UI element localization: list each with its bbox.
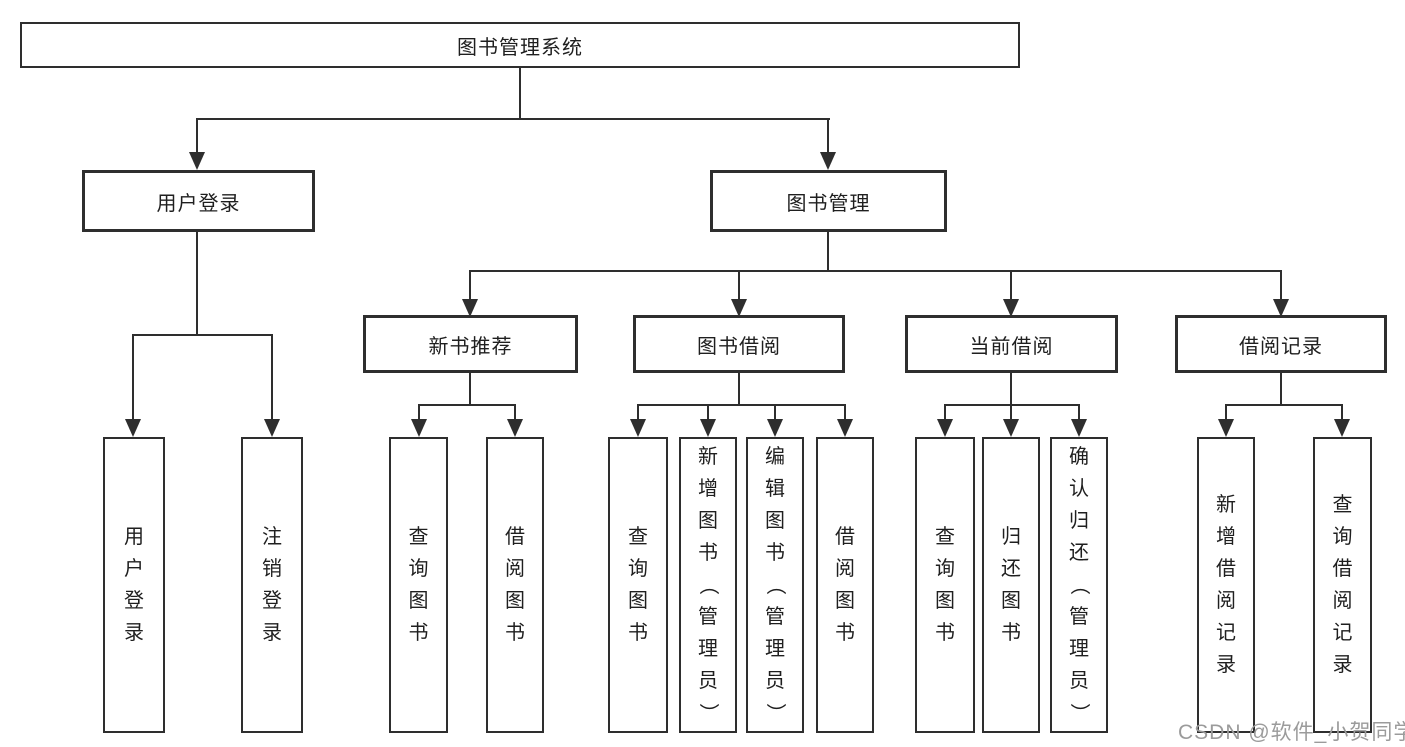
- connector-user-subtree-drop: [196, 232, 198, 335]
- arrow-down-icon: [189, 152, 205, 170]
- arrow-down-icon: [264, 419, 280, 437]
- node-book-mgmt: 图书管理: [710, 170, 947, 232]
- node-new-book-rec: 新书推荐: [363, 315, 578, 373]
- connector-leaf-drop: [418, 404, 420, 420]
- arrow-down-icon: [411, 419, 427, 437]
- connector-level1-hline: [196, 118, 830, 120]
- connector-borrow-subtree-drop: [738, 373, 740, 405]
- arrow-down-icon: [125, 419, 141, 437]
- connector-borrow-hline: [637, 404, 846, 406]
- connector-user-subtree-hline: [132, 334, 273, 336]
- watermark: CSDN @软件_小贺同学: [1178, 721, 1405, 744]
- leaf-confirm-return-admin: 确认归还（管理员）: [1050, 437, 1108, 733]
- connector-records-hline: [1225, 404, 1343, 406]
- arrow-down-icon: [700, 419, 716, 437]
- arrow-down-icon: [1218, 419, 1234, 437]
- arrow-down-icon: [767, 419, 783, 437]
- node-user-login-label: 用户登录: [156, 192, 241, 215]
- connector-newbook-hline: [418, 404, 516, 406]
- connector-newbook-subtree-drop: [469, 373, 471, 405]
- connector-leaf-drop: [1010, 404, 1012, 420]
- leaf-borrow-books-rec: 借阅图书: [486, 437, 544, 733]
- connector-mgmt-subtree-drop: [827, 232, 829, 271]
- node-current-borrow-label: 当前借阅: [969, 335, 1054, 358]
- leaf-query-books-rec: 查询图书: [389, 437, 448, 733]
- arrow-down-icon: [837, 419, 853, 437]
- arrow-down-icon: [1334, 419, 1350, 437]
- connector-leaf-drop: [271, 334, 273, 419]
- arrow-down-icon: [1003, 419, 1019, 437]
- connector-current-hline: [944, 404, 1080, 406]
- arrow-down-icon: [937, 419, 953, 437]
- connector-leaf-drop: [514, 404, 516, 420]
- connector-leaf-drop: [132, 334, 134, 419]
- connector-current-subtree-drop: [1010, 373, 1012, 405]
- node-book-mgmt-label: 图书管理: [786, 192, 871, 215]
- leaf-return-book: 归还图书: [982, 437, 1040, 733]
- leaf-query-borrow-record: 查询借阅记录: [1313, 437, 1372, 733]
- connector-leaf-drop: [1341, 404, 1343, 420]
- leaf-query-books-borrow: 查询图书: [608, 437, 668, 733]
- arrow-down-icon: [820, 152, 836, 170]
- connector-leaf-drop: [707, 404, 709, 420]
- node-book-borrow-label: 图书借阅: [697, 335, 781, 358]
- connector-leaf-drop: [637, 404, 639, 420]
- node-root-label: 图书管理系统: [457, 36, 583, 59]
- connector-leaf-drop: [844, 404, 846, 420]
- connector-records-subtree-drop: [1280, 373, 1282, 405]
- connector-leaf-drop: [1078, 404, 1080, 420]
- node-user-login: 用户登录: [82, 170, 315, 232]
- arrow-down-icon: [462, 299, 478, 317]
- node-borrow-records: 借阅记录: [1175, 315, 1387, 373]
- leaf-logout: 注销登录: [241, 437, 303, 733]
- node-root: 图书管理系统: [20, 22, 1020, 68]
- leaf-add-book-admin: 新增图书（管理员）: [679, 437, 737, 733]
- connector-root-drop: [519, 68, 521, 119]
- leaf-edit-book-admin: 编辑图书（管理员）: [746, 437, 804, 733]
- node-borrow-records-label: 借阅记录: [1239, 335, 1323, 358]
- connector-level3-hline: [469, 270, 1282, 272]
- node-new-book-rec-label: 新书推荐: [428, 335, 513, 358]
- arrow-down-icon: [1273, 299, 1289, 317]
- leaf-borrow-books: 借阅图书: [816, 437, 874, 733]
- node-book-borrow: 图书借阅: [633, 315, 845, 373]
- leaf-query-books-current: 查询图书: [915, 437, 975, 733]
- arrow-down-icon: [731, 299, 747, 317]
- connector-leaf-drop: [1225, 404, 1227, 420]
- node-current-borrow: 当前借阅: [905, 315, 1118, 373]
- connector-borrow-drop: [738, 270, 740, 300]
- connector-records-drop: [1280, 270, 1282, 300]
- arrow-down-icon: [1003, 299, 1019, 317]
- arrow-down-icon: [507, 419, 523, 437]
- leaf-user-login: 用户登录: [103, 437, 165, 733]
- connector-leaf-drop: [774, 404, 776, 420]
- arrow-down-icon: [630, 419, 646, 437]
- connector-current-drop: [1010, 270, 1012, 300]
- leaf-add-borrow-record: 新增借阅记录: [1197, 437, 1255, 733]
- connector-leaf-drop: [944, 404, 946, 420]
- connector-book-mgmt-drop: [827, 118, 829, 153]
- connector-newbook-drop: [469, 270, 471, 300]
- connector-user-login-drop: [196, 118, 198, 153]
- arrow-down-icon: [1071, 419, 1087, 437]
